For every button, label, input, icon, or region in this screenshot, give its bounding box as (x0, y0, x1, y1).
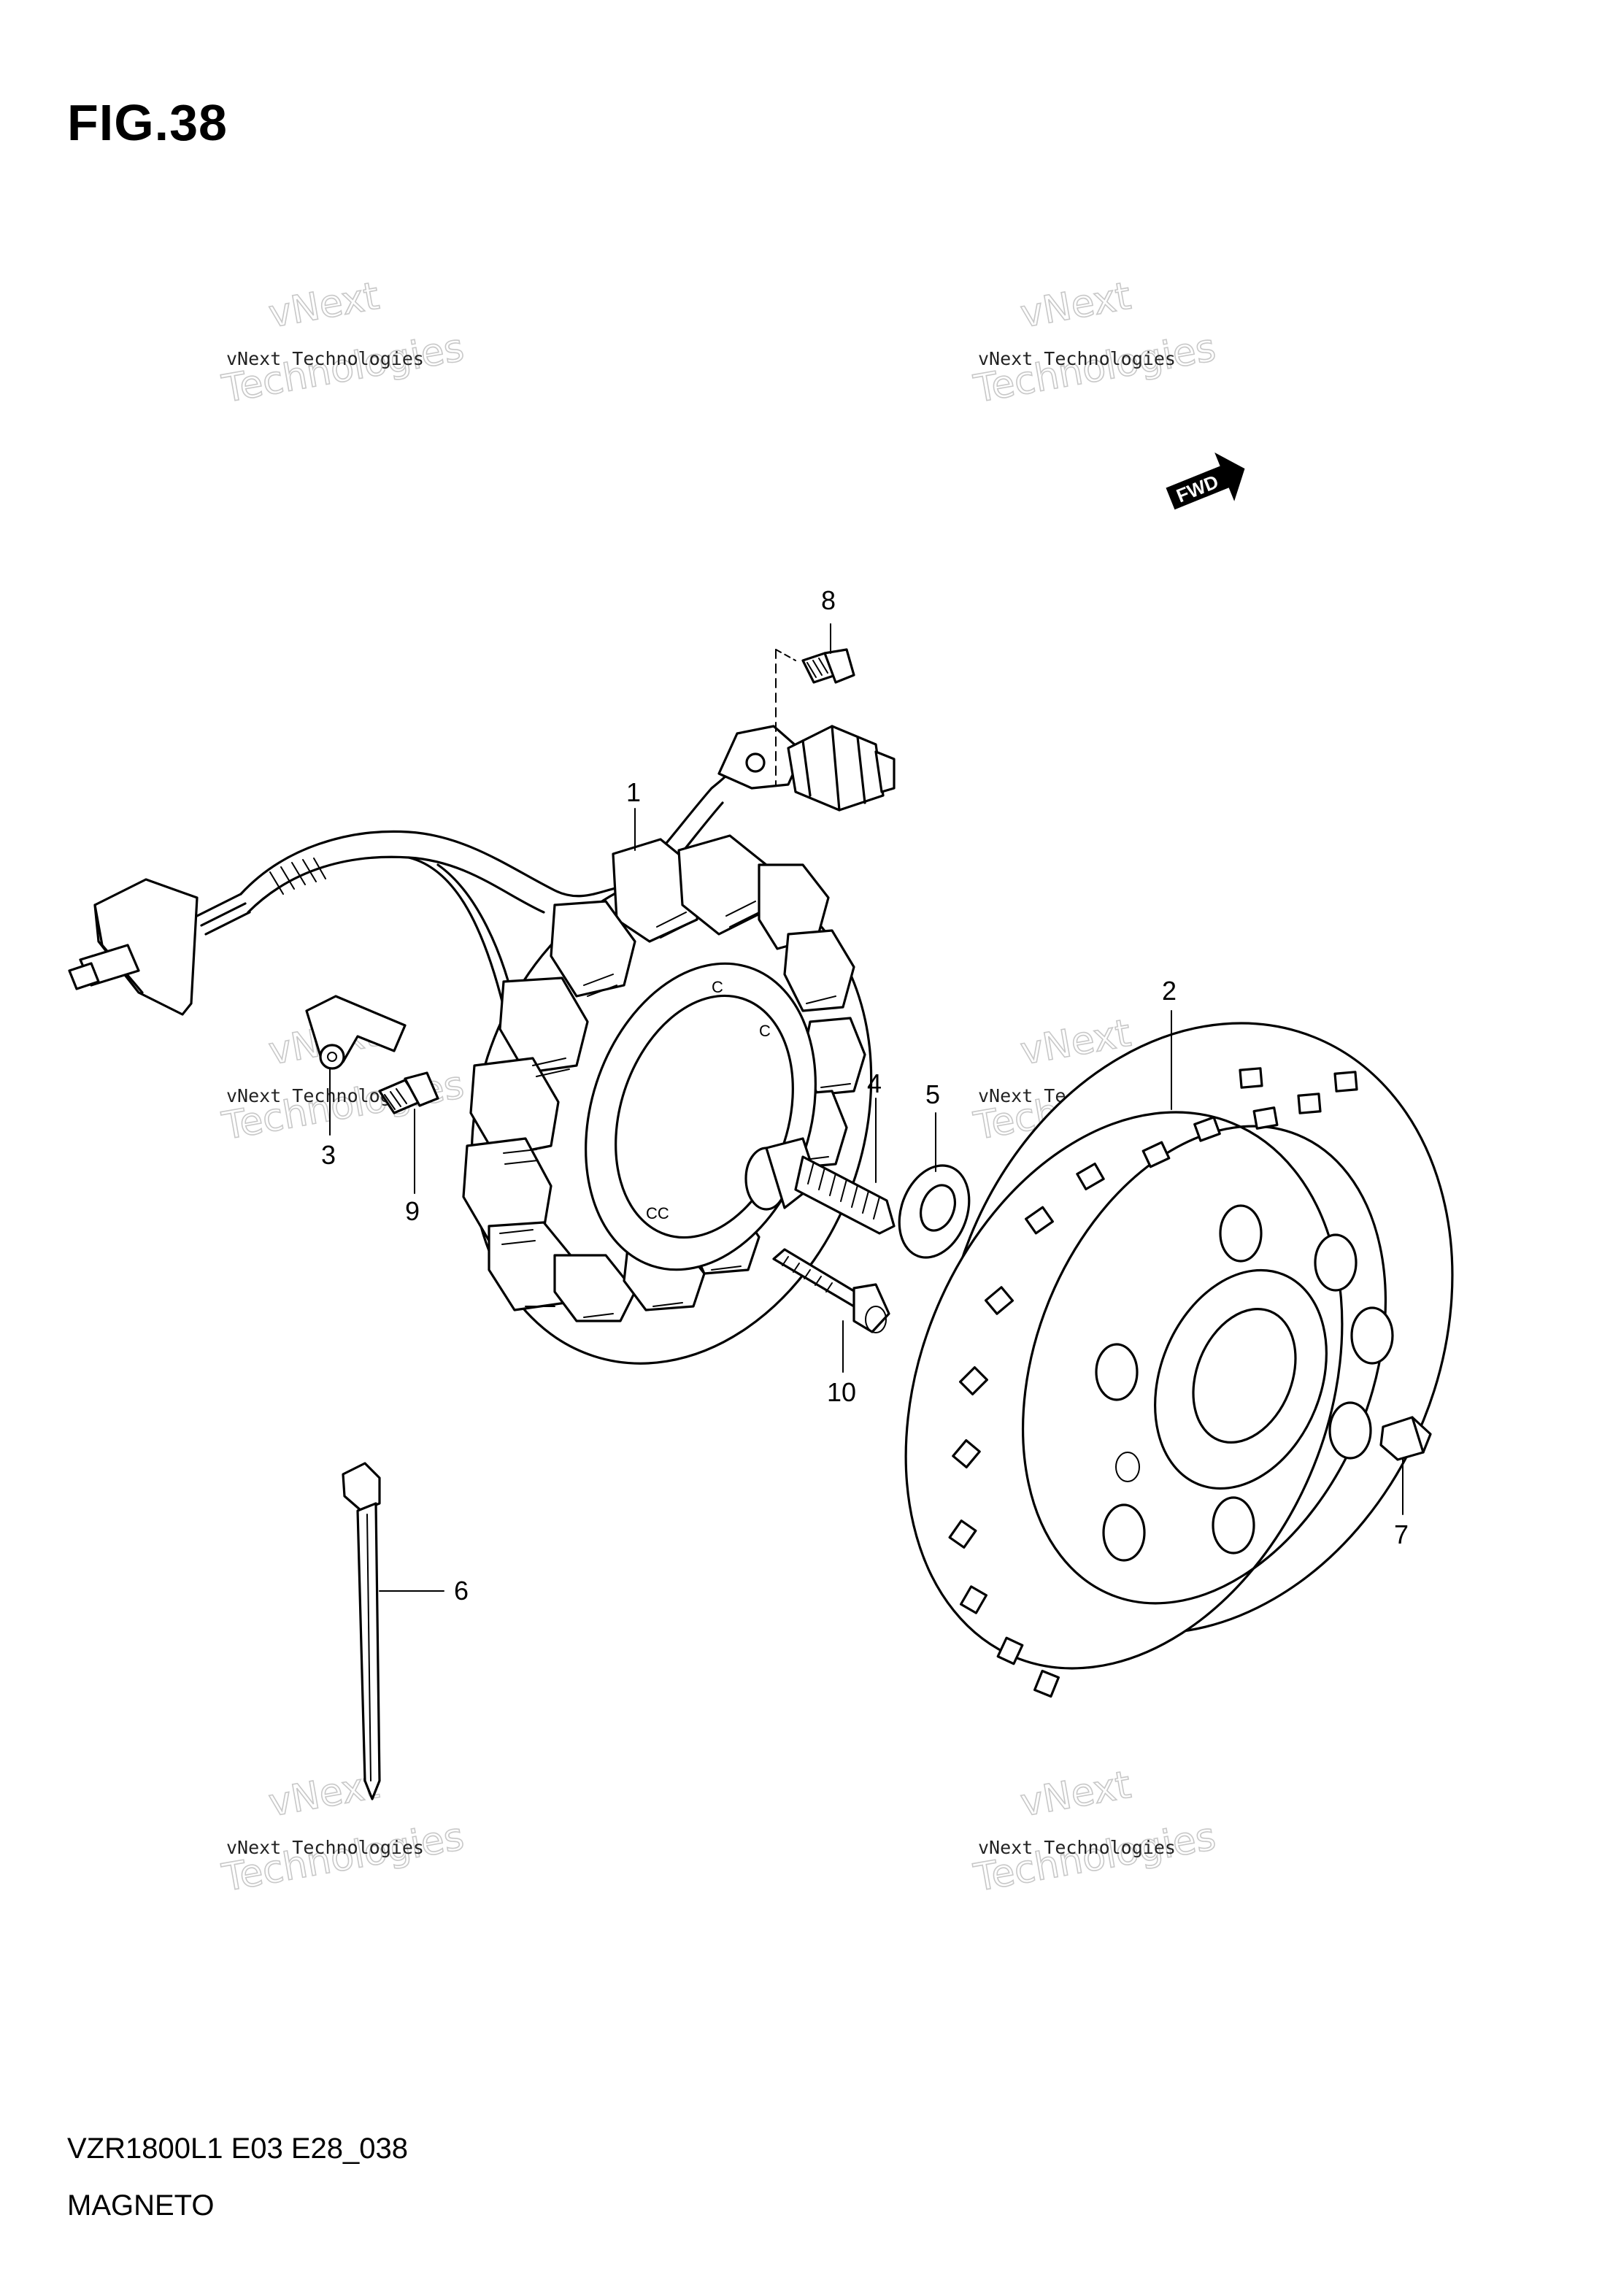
stator-wire-harness (68, 725, 896, 1140)
figure-title: FIG.38 (67, 94, 228, 151)
svg-text:C: C (759, 1022, 771, 1040)
callout-4: 4 (867, 1068, 882, 1098)
svg-text:CC: CC (646, 1204, 669, 1222)
callout-2: 2 (1162, 976, 1177, 1006)
svg-text:vNext: vNext (1017, 274, 1134, 336)
svg-text:vNext Technologies: vNext Technologies (978, 348, 1176, 369)
watermark-bottom-left: vNext Technologies vNext Technologies (218, 1763, 468, 1901)
part-callouts: 8 1 2 4 5 3 9 10 7 6 (321, 585, 1409, 1606)
rotor-bolt (744, 1137, 896, 1235)
svg-text:vNext: vNext (1017, 1763, 1134, 1825)
stator-windings (499, 901, 851, 1318)
stator-coil: C CC C (462, 834, 873, 1365)
rotor-face-bosses (1095, 1204, 1394, 1562)
cable-tie (342, 1462, 381, 1800)
leader-lines (329, 623, 1404, 1592)
stator-bolt (775, 648, 855, 785)
callout-6: 6 (454, 1576, 469, 1606)
watermark-top-right: vNext Technologies vNext Technologies (970, 274, 1220, 412)
svg-text:vNext Technologies: vNext Technologies (226, 1837, 424, 1858)
svg-text:vNext: vNext (266, 274, 382, 336)
watermark-bottom-right: vNext Technologies vNext Technologies (970, 1763, 1220, 1901)
washer (898, 1164, 971, 1259)
wire-clamp (305, 995, 407, 1070)
rotor-rim-notches (948, 1067, 1358, 1698)
svg-text:vNext Technologies: vNext Technologies (226, 348, 424, 369)
callout-9: 9 (405, 1196, 420, 1226)
watermark-top-left: vNext Technologies vNext Technologies (218, 274, 468, 412)
callout-1: 1 (626, 777, 641, 807)
flywheel-bolt (772, 1248, 890, 1333)
figure-name: MAGNETO (67, 2189, 215, 2222)
callout-5: 5 (925, 1079, 940, 1109)
svg-text:vNext Technologies: vNext Technologies (978, 1837, 1176, 1858)
woodruff-key (1379, 1416, 1432, 1461)
callout-7: 7 (1394, 1519, 1409, 1549)
clamp-bolt (378, 1071, 439, 1114)
callout-8: 8 (821, 585, 836, 615)
callout-10: 10 (827, 1377, 856, 1407)
fwd-arrow-badge: FWD (1166, 452, 1245, 510)
flywheel-rotor (904, 1022, 1454, 1698)
callout-3: 3 (321, 1140, 336, 1170)
figure-code: VZR1800L1 E03 E28_038 (67, 2133, 409, 2165)
svg-text:C: C (712, 978, 723, 996)
